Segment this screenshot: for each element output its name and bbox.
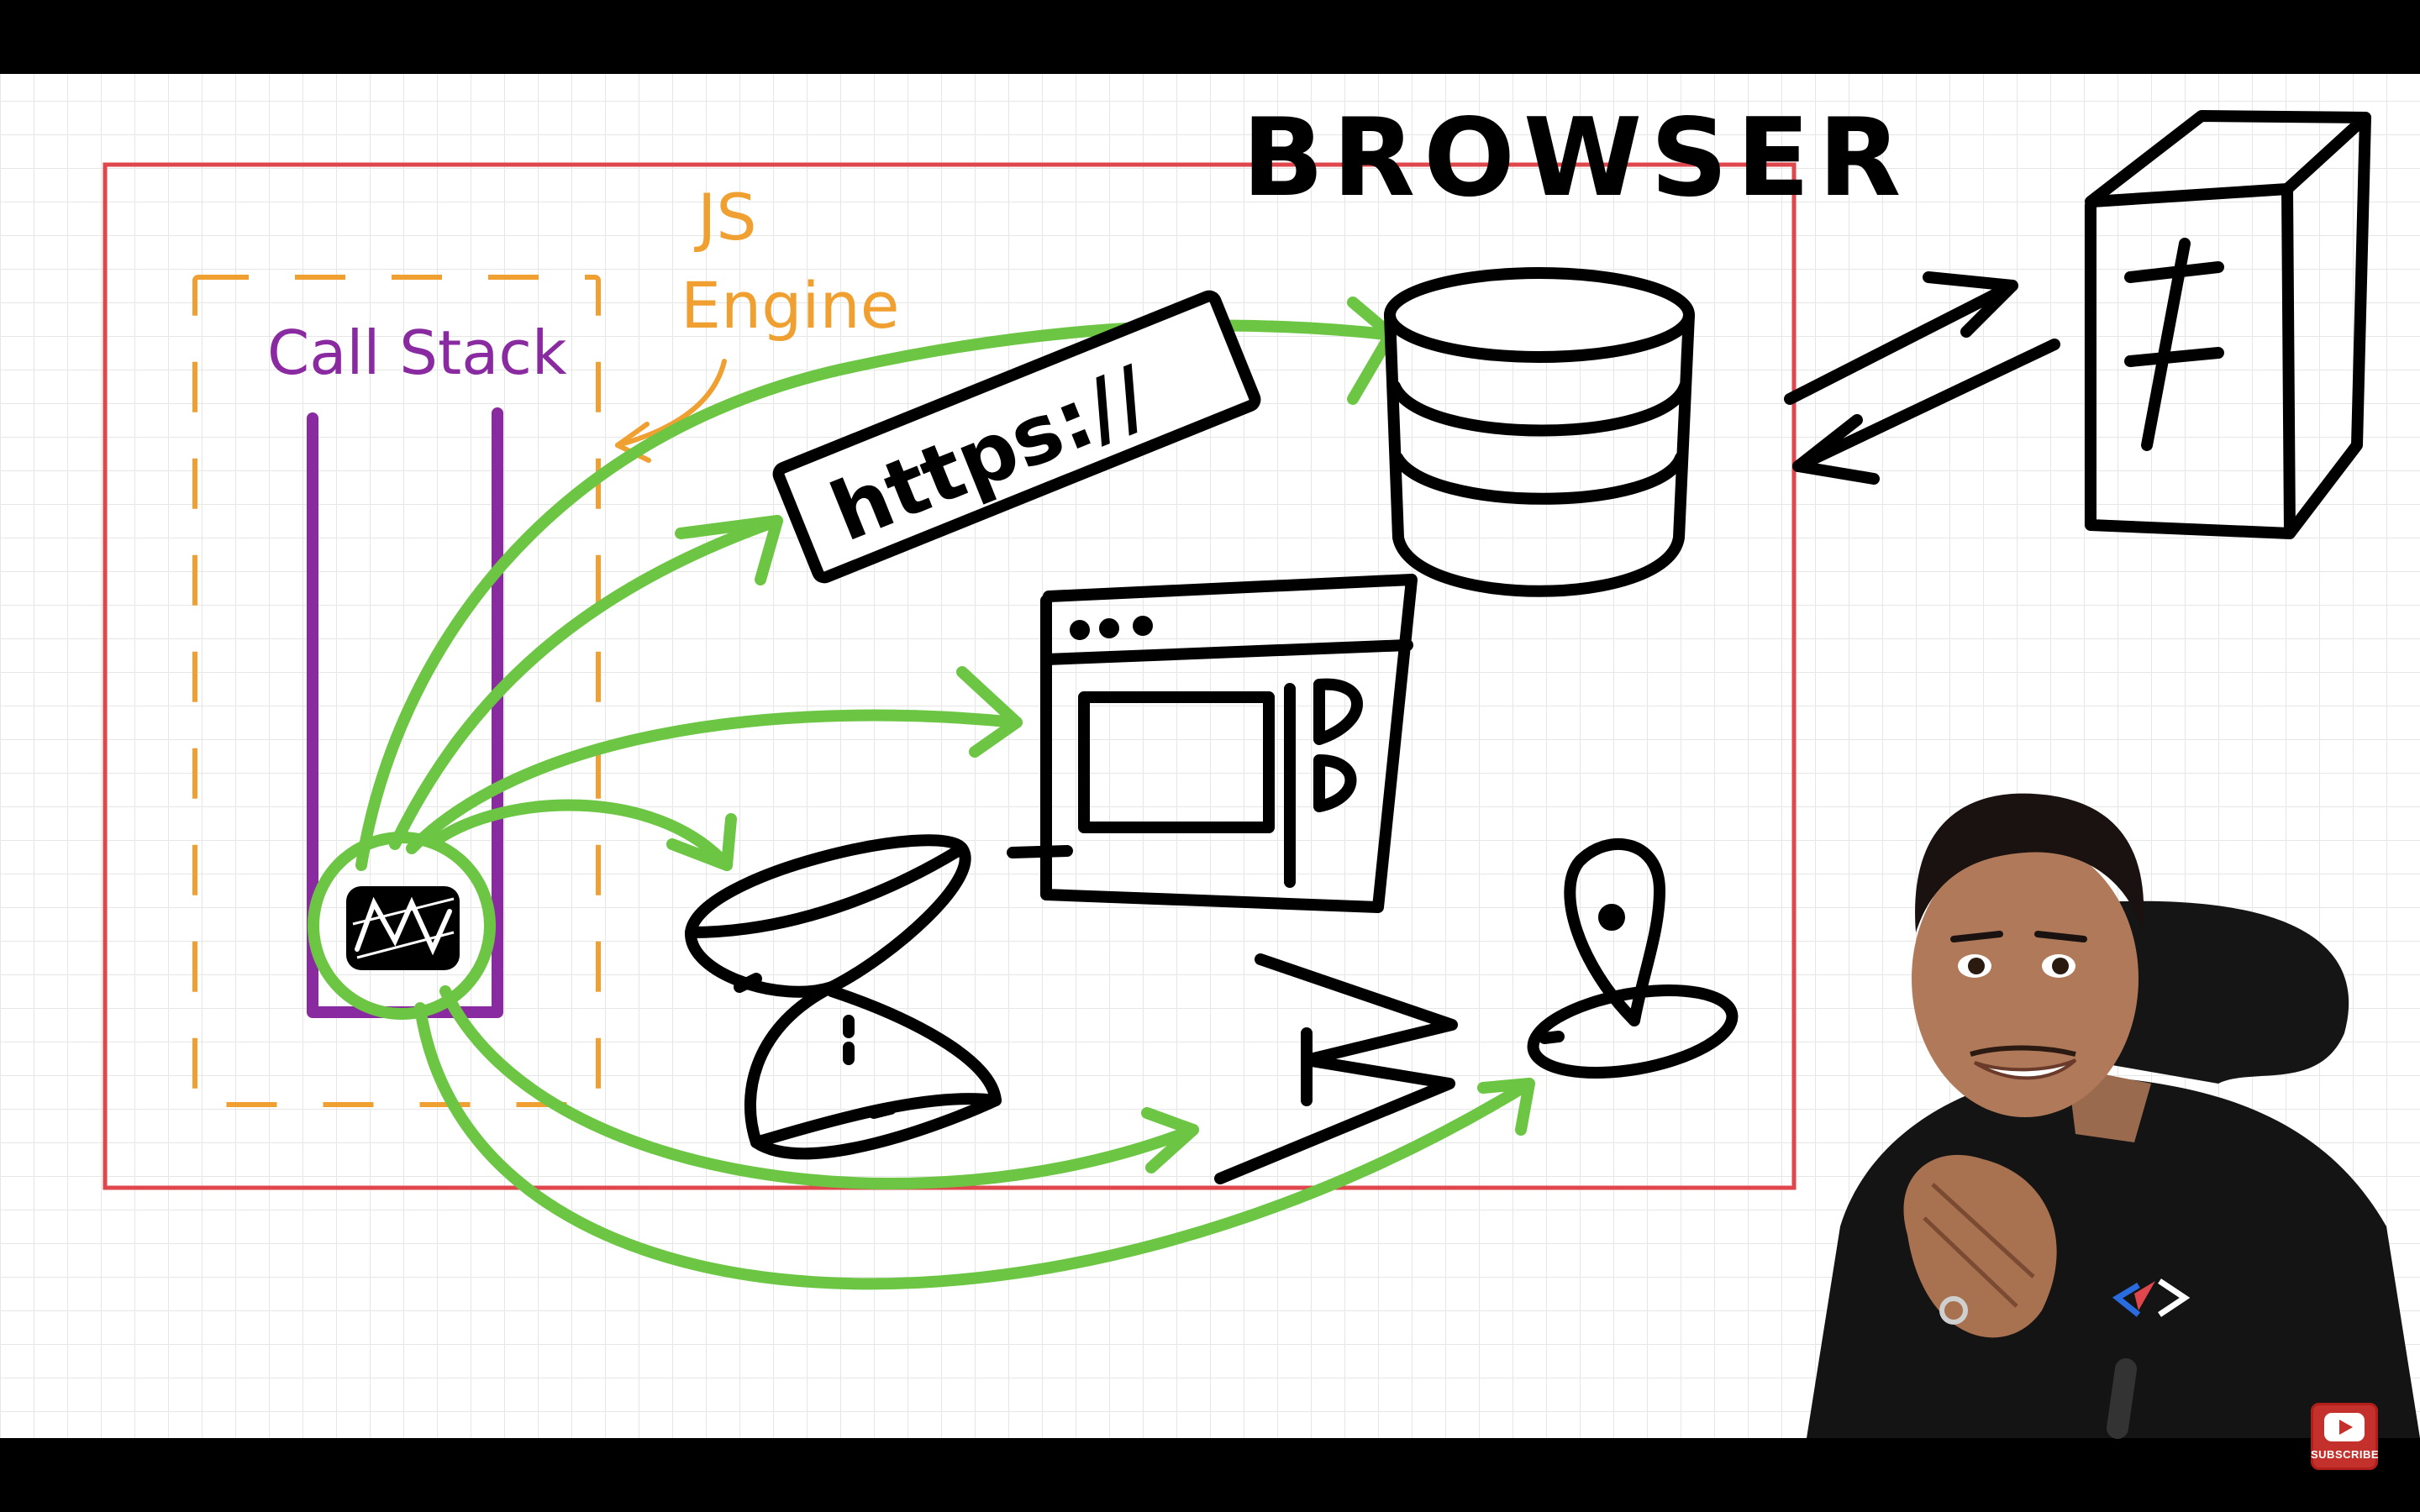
js-engine-box [192, 275, 601, 1107]
youtube-play-icon [2324, 1413, 2365, 1441]
js-engine-label-line2: Engine [681, 268, 899, 343]
server-icon [2085, 110, 2371, 539]
exchange-arrows-icon [1784, 271, 2060, 485]
top-letterbox [0, 0, 2420, 74]
browser-box [103, 162, 1797, 1190]
location-pin-icon [1527, 837, 1739, 1079]
subscribe-label: SUBSCRIBE [2311, 1448, 2380, 1461]
web-page-icon [1007, 574, 1418, 913]
console-prompt-icon [1214, 953, 1458, 1184]
bottom-letterbox [0, 1438, 2420, 1512]
database-icon [1384, 267, 1695, 597]
timer-hourglass-icon [684, 834, 1002, 1160]
presenter-video [1807, 793, 2420, 1439]
browser-label: BROWSER [1242, 96, 1909, 221]
function-frame-icon [308, 832, 496, 1020]
subscribe-button[interactable]: SUBSCRIBE [2311, 1403, 2380, 1470]
call-stack-label: Call Stack [267, 318, 567, 388]
js-engine-label-line1: JS [694, 180, 757, 255]
